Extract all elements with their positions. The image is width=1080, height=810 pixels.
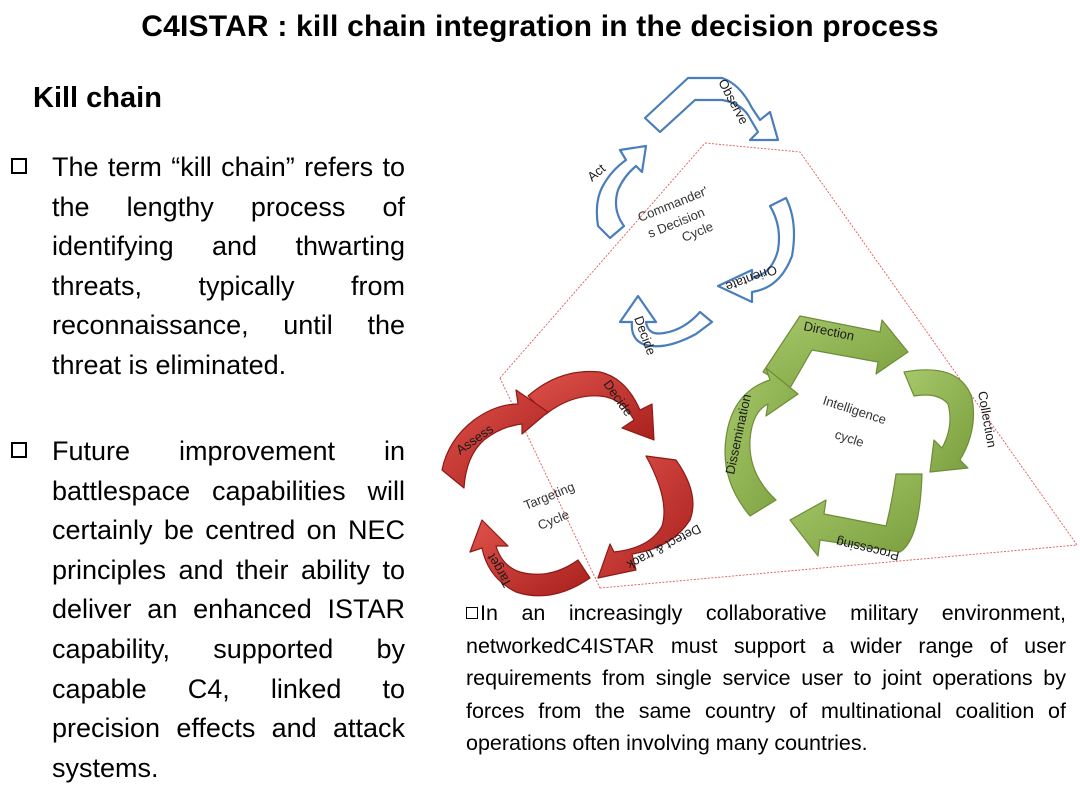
step-collection-label: Collection <box>975 390 1000 449</box>
targeting-center-line1: Targeting <box>522 479 577 513</box>
decision-cycle <box>595 76 796 348</box>
slide-title: C4ISTAR : kill chain integration in the … <box>141 10 939 43</box>
intelligence-center-line2: cycle <box>833 427 866 450</box>
intelligence-cycle <box>724 315 975 557</box>
checkbox-bullet-icon <box>466 607 478 619</box>
bullet-text: Future improvement in battlespace capabi… <box>52 436 405 783</box>
dissemination-arrow-shape <box>724 367 799 517</box>
checkbox-bullet-icon <box>11 442 27 458</box>
bullet-kill-chain-definition: The term “kill chain” refers to the leng… <box>10 148 405 386</box>
processing-arrow-shape <box>789 473 923 557</box>
caption-text: In an increasingly collaborative militar… <box>466 601 1066 755</box>
cycles-diagram: Observe Orientate Decide Act Commander' … <box>441 76 1078 597</box>
collection-arrow-shape <box>903 369 975 473</box>
assess-arrow-shape <box>441 389 549 489</box>
section-heading: Kill chain <box>33 82 162 114</box>
bullet-future-improvement: Future improvement in battlespace capabi… <box>10 432 405 788</box>
caption-paragraph: In an increasingly collaborative militar… <box>466 597 1066 760</box>
intelligence-center-line1: Intelligence <box>821 393 888 428</box>
targeting-cycle <box>441 370 694 597</box>
orientate-arrow-shape <box>716 196 796 304</box>
direction-arrow-shape <box>762 315 909 389</box>
bullet-text: The term “kill chain” refers to the leng… <box>52 152 405 380</box>
detect-track-arrow-shape <box>597 455 694 579</box>
targeting-center-line2: Cycle <box>536 507 572 533</box>
decide-arrow-shape <box>618 294 714 348</box>
observe-arrow-shape <box>643 76 780 142</box>
checkbox-bullet-icon <box>11 158 27 174</box>
target-arrow-shape <box>469 519 591 597</box>
decide-target-arrow-shape <box>527 370 655 441</box>
act-arrow-shape <box>595 144 648 240</box>
